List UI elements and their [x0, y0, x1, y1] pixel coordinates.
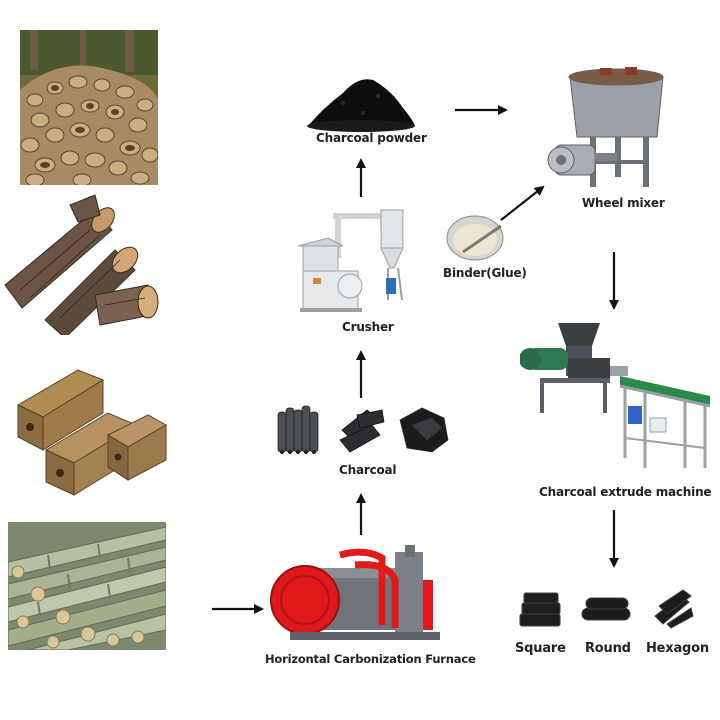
round-briquette-image: [578, 592, 634, 626]
wheel-mixer-label: Wheel mixer: [582, 196, 665, 210]
sawdust-briquettes-image: [8, 355, 168, 500]
hexagon-briquette-image: [651, 586, 695, 630]
crusher-image: [288, 198, 413, 318]
wood-logs-image: [0, 190, 162, 335]
wheel-mixer-image: [545, 65, 675, 193]
binder-glue-image: [445, 212, 505, 262]
shape-square-label: Square: [515, 641, 566, 656]
arrow-binder-to-mixer: [500, 185, 545, 221]
crusher-label: Crusher: [342, 320, 394, 334]
bamboo-image: [8, 522, 166, 650]
square-briquette-image: [516, 588, 564, 630]
shape-round-label: Round: [585, 641, 631, 656]
charcoal-label: Charcoal: [339, 463, 397, 477]
charcoal-extruder-image: [520, 318, 715, 478]
charcoal-extruder-label: Charcoal extrude machine: [539, 485, 712, 499]
shape-hexagon-label: Hexagon: [646, 641, 709, 656]
charcoal-powder-label: Charcoal powder: [316, 131, 427, 145]
charcoal-image: [272, 400, 454, 460]
carbonization-furnace-image: [270, 540, 445, 650]
binder-glue-label: Binder(Glue): [443, 266, 527, 280]
charcoal-powder-image: [303, 68, 418, 133]
coconut-shells-image: [20, 30, 158, 185]
carbonization-furnace-label: Horizontal Carbonization Furnace: [265, 652, 476, 666]
